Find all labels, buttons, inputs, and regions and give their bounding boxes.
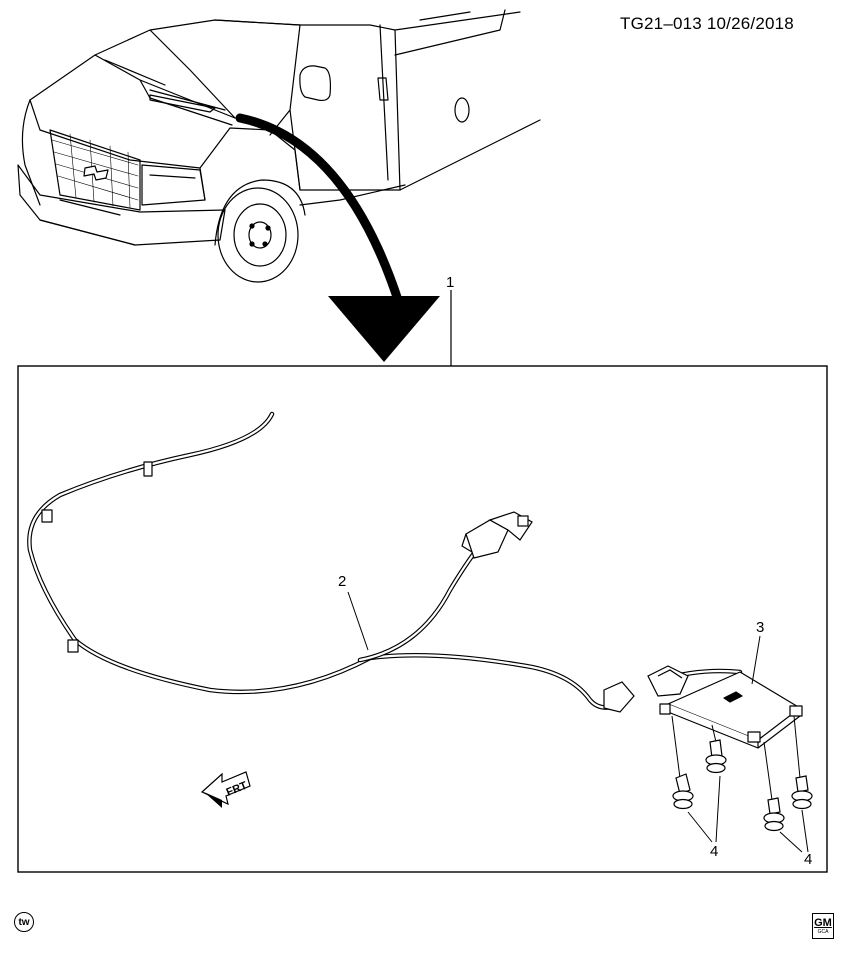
callout-1-label: 1 xyxy=(446,274,454,291)
fastener-leaders xyxy=(671,715,801,801)
detail-frame xyxy=(17,365,828,873)
callout-4-right: 4 xyxy=(779,809,812,868)
antenna-module xyxy=(659,671,803,749)
push-pins xyxy=(672,739,813,832)
push-pin-d xyxy=(791,775,813,810)
callout-3: 3 xyxy=(751,619,764,685)
push-pin-b xyxy=(705,739,727,774)
push-pin-a xyxy=(672,773,694,810)
callout-1: 1 xyxy=(446,274,454,366)
gm-logo-sub: GCA xyxy=(817,929,829,935)
tw-badge: tw xyxy=(14,912,34,932)
callout-4-left: 4 xyxy=(687,775,721,860)
callout-4a-label: 4 xyxy=(710,843,718,860)
callout-2: 2 xyxy=(338,573,369,651)
harness-connector-upper xyxy=(461,511,533,559)
location-arrow xyxy=(235,113,440,362)
harness-connector-lower xyxy=(603,665,689,713)
front-direction-marker: FRT xyxy=(200,771,251,808)
figure-id: TG21–013 10/26/2018 xyxy=(620,14,794,33)
antenna-harness xyxy=(27,411,743,710)
van-illustration xyxy=(17,9,541,283)
gm-logo-main: GM xyxy=(814,917,832,929)
callout-4b-label: 4 xyxy=(804,851,812,868)
gm-logo: GM GCA xyxy=(812,913,834,939)
push-pin-c xyxy=(763,797,785,832)
callout-3-label: 3 xyxy=(756,619,764,636)
callout-2-label: 2 xyxy=(338,573,346,590)
